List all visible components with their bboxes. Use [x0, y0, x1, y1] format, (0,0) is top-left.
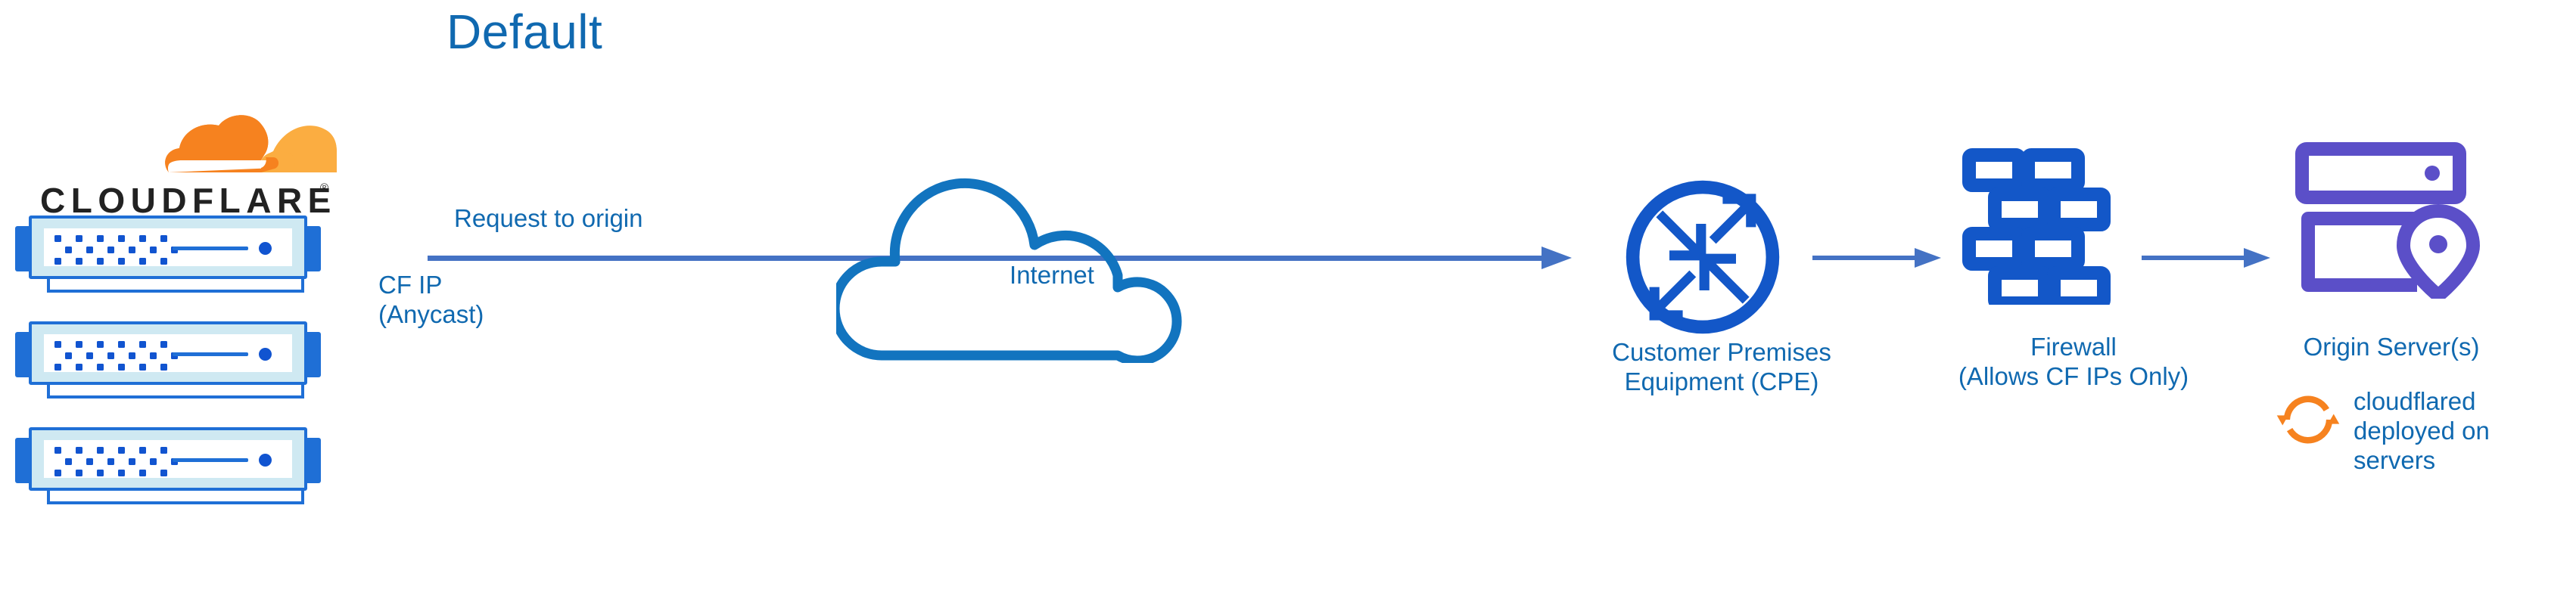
server-left-tab [15, 226, 32, 271]
server-right-tab [304, 438, 321, 483]
server-status-led [259, 348, 272, 361]
firewall-label-line2: (Allows CF IPs Only) [1958, 361, 2189, 390]
request-to-origin-label: Request to origin [454, 204, 643, 232]
cloudflared-note-line2: deployed on [2354, 416, 2490, 445]
server-status-led [259, 454, 272, 467]
server-base [47, 385, 304, 398]
server-right-tab [304, 226, 321, 271]
server-left-tab [15, 438, 32, 483]
server-status-led [259, 242, 272, 255]
arrow-head [1542, 247, 1572, 269]
server-rack-icon [15, 216, 321, 293]
cloudflare-wordmark: CLOUDFLARE [40, 181, 337, 220]
server-chassis [29, 216, 307, 279]
origin-server-node [2293, 140, 2482, 302]
router-four-arrows-icon [1626, 180, 1780, 334]
arrow-shaft [428, 256, 1543, 261]
server-rack-icon [15, 427, 321, 504]
arrow-head [2244, 248, 2270, 268]
firewall-label-line1: Firewall [2030, 333, 2117, 361]
arrow-head [1915, 248, 1941, 268]
arrow-shaft [2142, 256, 2245, 260]
firewall-label: Firewall(Allows CF IPs Only) [1884, 333, 2263, 392]
server-indicator-line [173, 352, 248, 356]
internet-cloud: Internet [829, 113, 1268, 366]
sync-circular-arrows-icon [2276, 395, 2340, 444]
cf-ip-label-line2: (Anycast) [378, 299, 484, 328]
diagram-title: Default [446, 5, 603, 59]
server-base [47, 279, 304, 293]
brick-wall-icon [1962, 148, 2111, 310]
server-face [44, 228, 292, 266]
registered-trademark-mark: ® [320, 181, 329, 194]
server-right-tab [304, 332, 321, 377]
server-left-tab [15, 332, 32, 377]
server-indicator-line [173, 458, 248, 462]
cf-ip-anycast-label: CF IP(Anycast) [378, 271, 484, 330]
server-face [44, 440, 292, 478]
firewall-to-origin-arrow [2142, 248, 2270, 268]
firewall-node [1960, 146, 2113, 310]
server-face [44, 334, 292, 372]
origin-server-label: Origin Server(s) [2303, 333, 2480, 361]
server-indicator-line [173, 247, 248, 250]
cpe-label-line1: Customer Premises [1612, 338, 1831, 366]
server-with-location-pin-icon [2295, 142, 2480, 302]
cloud-outline-icon [829, 178, 1182, 366]
arrow-shaft [1812, 256, 1916, 260]
cf-ip-label-line1: CF IP [378, 271, 443, 299]
cloudflared-note-line3: servers [2354, 445, 2436, 474]
server-rack-icon [15, 321, 321, 398]
cloudflare-logo: CLOUDFLARE ® [34, 113, 337, 220]
cloudflare-cloud-icon [165, 115, 337, 172]
cpe-node [1619, 174, 1786, 340]
server-base [47, 491, 304, 504]
cpe-label-line2: Equipment (CPE) [1624, 367, 1819, 395]
server-chassis [29, 321, 307, 385]
edge-to-cpe-arrow [428, 247, 1572, 269]
internet-label: Internet [1010, 261, 1094, 289]
cloudflared-sync-icon [2274, 386, 2342, 454]
cpe-to-firewall-arrow [1812, 248, 1941, 268]
cloudflared-note-line1: cloudflared [2354, 387, 2476, 415]
